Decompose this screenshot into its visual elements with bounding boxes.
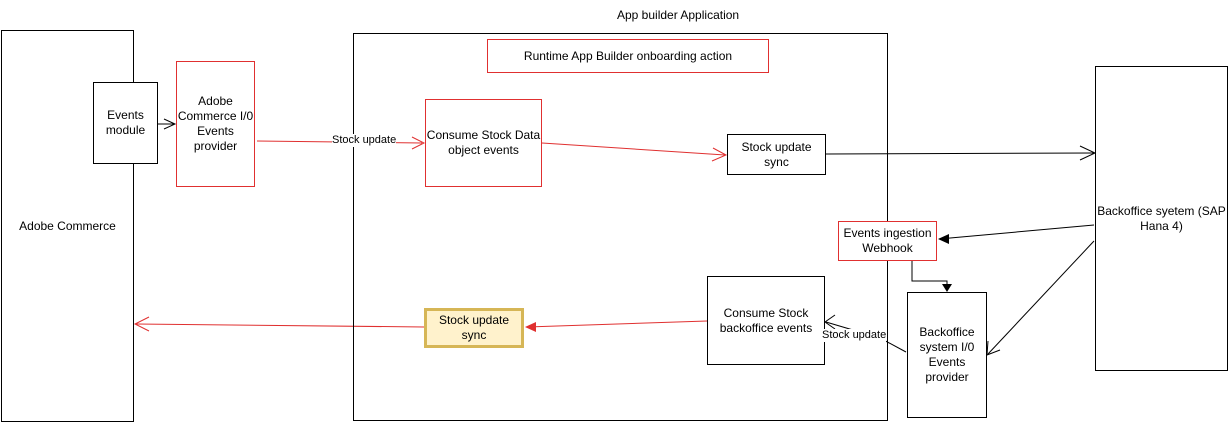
arrowhead-io-provider-to-consume-backoffice [824,314,836,330]
consume-stock-data-label: Consume Stock Data object events [426,128,541,157]
edge-label-stock-update-top: Stock update [332,134,397,147]
consume-backoffice-node: Consume Stock backoffice events [707,276,825,365]
arrowhead-events-module-to-provider [163,118,177,130]
stock-sync-bottom-node: Stock update sync [424,308,524,348]
stock-sync-bottom-label: Stock update sync [438,313,510,342]
commerce-io-provider-node: Adobe Commerce I/0 Events provider [176,61,255,187]
backoffice-system-label: Backoffice syetem (SAP Hana 4) [1097,203,1226,233]
arrowhead-webhook-to-io-provider [942,284,952,292]
stock-sync-top-node: Stock update sync [727,134,826,175]
edge-consume-stock-to-sync [541,142,726,156]
backoffice-system-node: Backoffice syetem (SAP Hana 4) [1095,66,1228,371]
arrowhead-backoffice-to-webhook [938,234,949,244]
arrowhead-consume-backoffice-to-sync [525,322,536,332]
events-module-label: Events module [105,108,146,137]
arrowhead-backoffice-to-io-provider [986,340,1001,356]
edge-webhook-to-io-provider [911,260,948,291]
consume-stock-data-node: Consume Stock Data object events [425,99,542,187]
edge-backoffice-to-io-provider [987,240,1095,355]
onboarding-action-label: Runtime App Builder onboarding action [523,48,733,63]
ingestion-webhook-label: Events ingestion Webhook [843,226,932,255]
adobe-commerce-label: Adobe Commerce [19,218,116,233]
arrowhead-consume-stock-to-sync [711,147,728,162]
commerce-io-provider-label: Adobe Commerce I/0 Events provider [177,94,254,153]
ingestion-webhook-node: Events ingestion Webhook [838,221,937,261]
edge-backoffice-to-webhook [938,224,1095,240]
onboarding-action-node: Runtime App Builder onboarding action [487,39,769,73]
diagram-title: App builder Application [617,8,740,22]
edge-label-stock-update-bottom: Stock update [822,329,887,342]
arrowhead-sync-to-adobe-commerce [133,316,150,332]
arrowhead-provider-to-consume-stock [411,136,426,150]
edge-sync-to-backoffice [825,152,1095,155]
edge-sync-to-adobe-commerce [135,323,425,328]
edge-consume-backoffice-to-sync [526,320,708,328]
backoffice-io-provider-label: Backoffice system I/0 Events provider [919,325,975,384]
stock-sync-top-label: Stock update sync [741,139,812,169]
backoffice-io-provider-node: Backoffice system I/0 Events provider [907,292,987,418]
events-module-node: Events module [93,82,158,164]
consume-backoffice-label: Consume Stock backoffice events [719,305,813,335]
adobe-commerce-node: Adobe Commerce [1,30,134,422]
